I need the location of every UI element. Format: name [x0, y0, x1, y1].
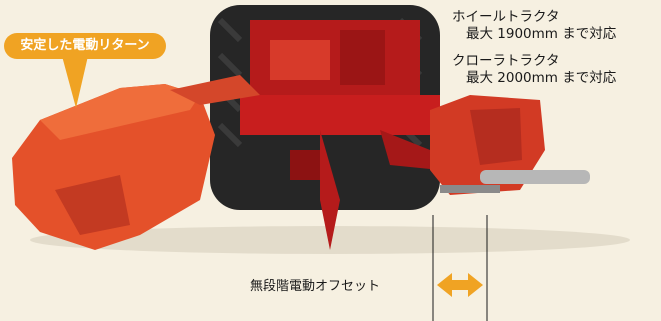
callout-pointer [62, 56, 88, 108]
double-arrow-icon [437, 273, 483, 297]
rotary-tiller [12, 75, 260, 250]
offset-label: 無段階電動オフセット [250, 279, 381, 294]
tractor-hitch [240, 20, 440, 250]
crawler-tractor-label: クローラトラクタ [452, 53, 560, 69]
wheel-tractor-range: 最大 1900mm まで対応 [466, 26, 617, 42]
wheel-tractor-label: ホイールトラクタ [452, 9, 560, 25]
crawler-tractor-range: 最大 2000mm まで対応 [466, 70, 617, 86]
electric-return-callout: 安定した電動リターン [4, 33, 166, 59]
offset-unit [430, 95, 590, 195]
